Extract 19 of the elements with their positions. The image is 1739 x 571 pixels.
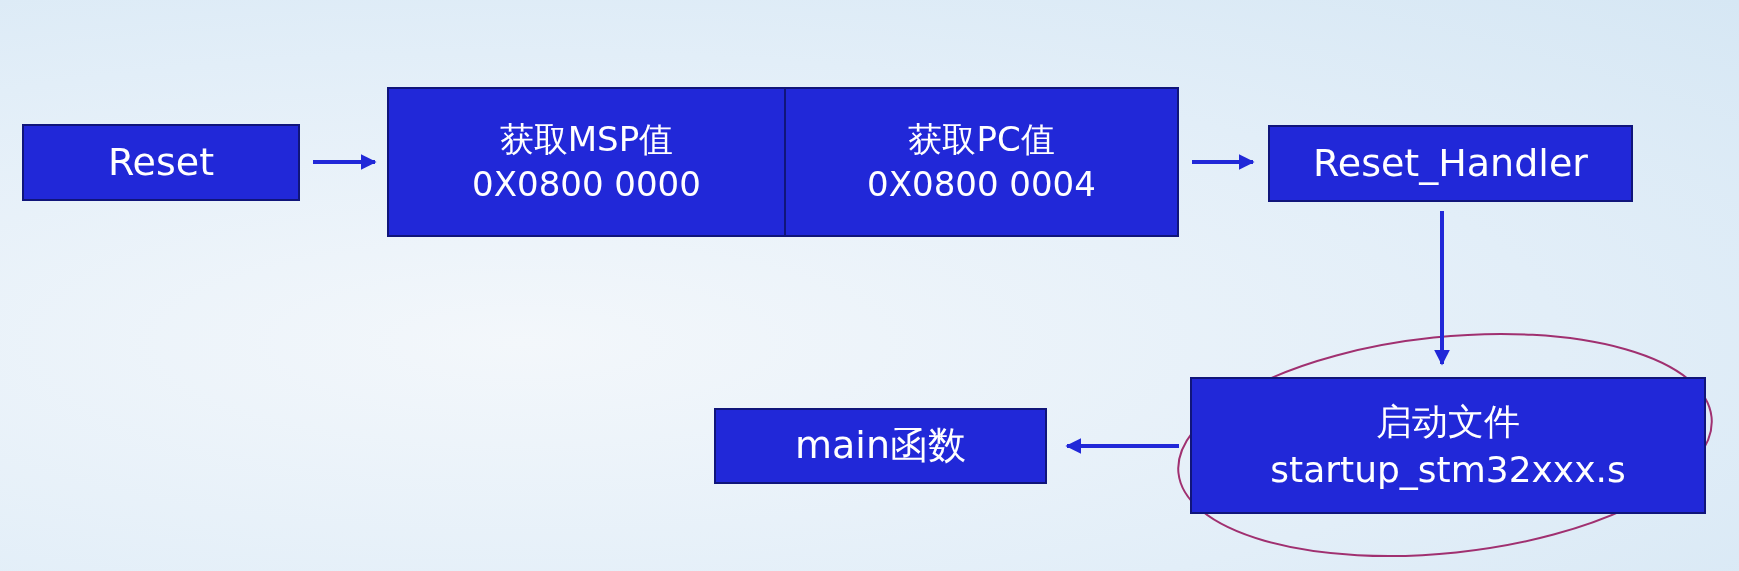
box-label: main函数 bbox=[795, 423, 966, 469]
box-label: 0X0800 0000 bbox=[472, 164, 701, 205]
box-label: startup_stm32xxx.s bbox=[1270, 447, 1626, 491]
process-box bbox=[1190, 377, 1706, 514]
box-label: Reset_Handler bbox=[1313, 140, 1588, 187]
box-label: 0X0800 0004 bbox=[867, 164, 1096, 205]
arrow bbox=[1065, 438, 1179, 454]
process-box bbox=[1268, 125, 1633, 202]
process-box bbox=[784, 87, 1179, 237]
box-label: 获取PC值 bbox=[908, 119, 1055, 160]
process-box bbox=[714, 408, 1047, 484]
arrow bbox=[1192, 154, 1255, 170]
box-label: 获取MSP值 bbox=[499, 119, 674, 160]
process-box bbox=[22, 124, 300, 201]
box-label: Reset bbox=[107, 139, 215, 186]
arrow bbox=[1434, 211, 1450, 366]
box-label: 启动文件 bbox=[1376, 400, 1520, 444]
arrow bbox=[313, 154, 377, 170]
process-box bbox=[387, 87, 786, 237]
